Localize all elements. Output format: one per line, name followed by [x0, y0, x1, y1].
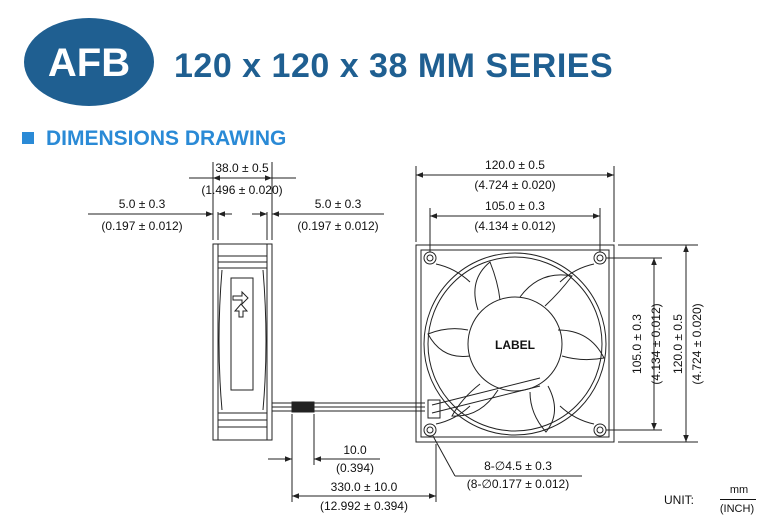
height-inch: (4.724 ± 0.020)	[690, 303, 704, 384]
unit-label: UNIT:	[664, 493, 694, 507]
hole-spacing-vertical-mm: 105.0 ± 0.3	[630, 314, 644, 374]
fan-side-view	[212, 243, 273, 441]
unit-numerator: mm	[729, 484, 749, 496]
unit-fraction-bar	[720, 499, 756, 500]
section-marker	[22, 132, 34, 144]
flange-left-mm: 5.0 ± 0.3	[119, 197, 166, 211]
hole-spacing-inch: (4.134 ± 0.012)	[474, 219, 555, 233]
width-mm: 120.0 ± 0.5	[485, 158, 545, 172]
hole-spacing-mm: 105.0 ± 0.3	[485, 199, 545, 213]
depth-mm: 38.0 ± 0.5	[215, 161, 269, 175]
width-inch: (4.724 ± 0.020)	[474, 178, 555, 192]
depth-inch: (1.496 ± 0.020)	[201, 183, 282, 197]
hole-spacing-vertical-inch: (4.134 ± 0.012)	[649, 303, 663, 384]
mount-holes-mm: 8-∅4.5 ± 0.3	[484, 459, 552, 473]
mount-holes-inch: (8-∅0.177 ± 0.012)	[467, 477, 569, 491]
fan-label: LABEL	[495, 338, 535, 352]
lead-length-mm: 330.0 ± 10.0	[331, 480, 398, 494]
strip-length-mm: 10.0	[343, 443, 367, 457]
section-title: DIMENSIONS DRAWING	[46, 127, 287, 150]
unit-denominator: (INCH)	[719, 503, 755, 515]
lead-wires	[272, 401, 425, 413]
lead-length-inch: (12.992 ± 0.394)	[320, 499, 408, 513]
flange-right-inch: (0.197 ± 0.012)	[297, 219, 378, 233]
flange-left-inch: (0.197 ± 0.012)	[101, 219, 182, 233]
logo-text: AFB	[48, 41, 130, 85]
strip-length-inch: (0.394)	[336, 461, 374, 475]
unit-legend: UNIT: mm (INCH)	[664, 482, 756, 518]
afb-logo: AFB	[24, 18, 154, 106]
flange-right-mm: 5.0 ± 0.3	[315, 197, 362, 211]
height-mm: 120.0 ± 0.5	[671, 314, 685, 374]
series-title: 120 x 120 x 38 MM SERIES	[174, 47, 614, 85]
